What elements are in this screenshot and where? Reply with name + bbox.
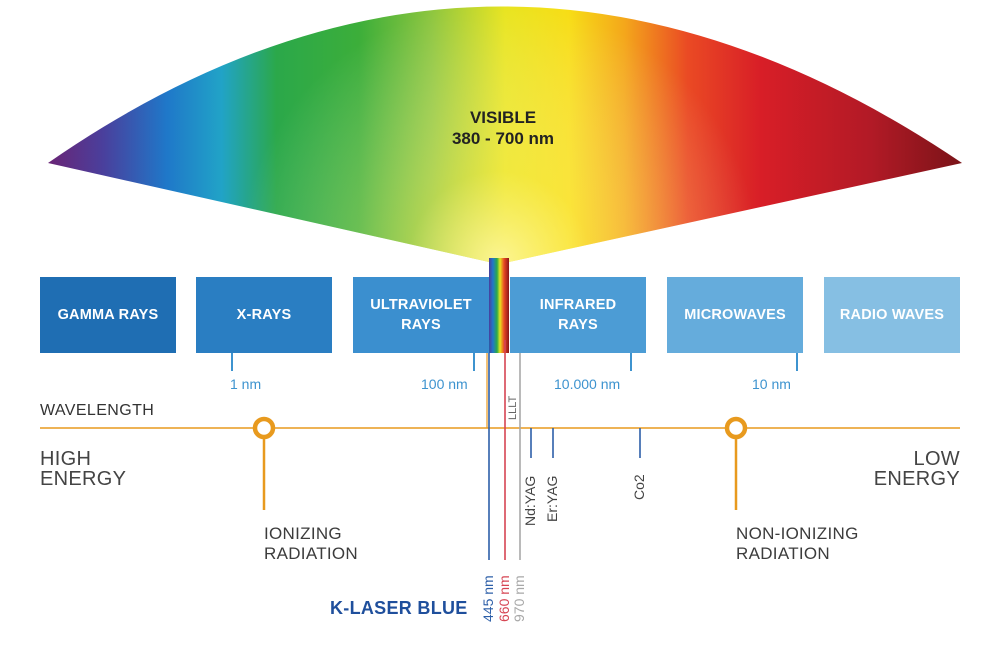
band-gamma-rays-label: GAMMA RAYS: [57, 307, 159, 323]
wavelength-label-10000nm: 10.000 nm: [554, 376, 621, 392]
band-infrared: INFRARED RAYS: [510, 277, 646, 353]
band-ultraviolet-label: ULTRAVIOLET RAYS: [370, 297, 472, 333]
ionizing-marker-icon: [252, 416, 276, 440]
high-energy-label: HIGH ENERGY: [40, 448, 127, 490]
visible-spectrum-glow: [48, 6, 962, 262]
ndyag-label: Nd:YAG: [522, 475, 538, 526]
non-ionizing-radiation-label: NON-IONIZING RADIATION: [736, 524, 859, 563]
eryag-label: Er:YAG: [544, 475, 560, 522]
ionizing-radiation-label: IONIZING RADIATION: [264, 524, 359, 563]
wavelength-label-10nm: 10 nm: [752, 376, 791, 392]
visible-title-text: VISIBLE: [469, 108, 537, 127]
wavelength-axis-title: WAVELENGTH: [40, 402, 155, 419]
co2-label: Co2: [631, 474, 647, 500]
laser-445-label: 445 nm: [480, 575, 496, 622]
band-microwaves: MICROWAVES: [667, 277, 803, 353]
band-ultraviolet: ULTRAVIOLET RAYS: [353, 277, 489, 353]
band-gamma-rays: GAMMA RAYS: [40, 277, 176, 353]
band-radio-waves-label: RADIO WAVES: [839, 307, 945, 323]
k-laser-blue-brand: K-LASER BLUE: [330, 598, 468, 618]
lllt-label: LLLT: [507, 395, 519, 420]
visible-spectrum-stem: [489, 258, 509, 353]
band-x-rays: X-RAYS: [196, 277, 332, 353]
visible-range-text: 380 - 700 nm: [451, 129, 555, 148]
band-radio-waves: RADIO WAVES: [824, 277, 960, 353]
band-microwaves-label: MICROWAVES: [684, 307, 786, 323]
laser-660-label: 660 nm: [496, 575, 512, 622]
band-infrared-label: INFRARED RAYS: [539, 297, 617, 333]
band-x-rays-label: X-RAYS: [236, 307, 292, 323]
wavelength-label-1nm: 1 nm: [230, 376, 262, 392]
low-energy-label: LOW ENERGY: [873, 448, 960, 490]
visible-title: VISIBLE 380 - 700 nm: [403, 107, 603, 149]
laser-970-label: 970 nm: [511, 575, 527, 622]
wavelength-label-100nm: 100 nm: [421, 376, 468, 392]
non-ionizing-marker-icon: [724, 416, 748, 440]
